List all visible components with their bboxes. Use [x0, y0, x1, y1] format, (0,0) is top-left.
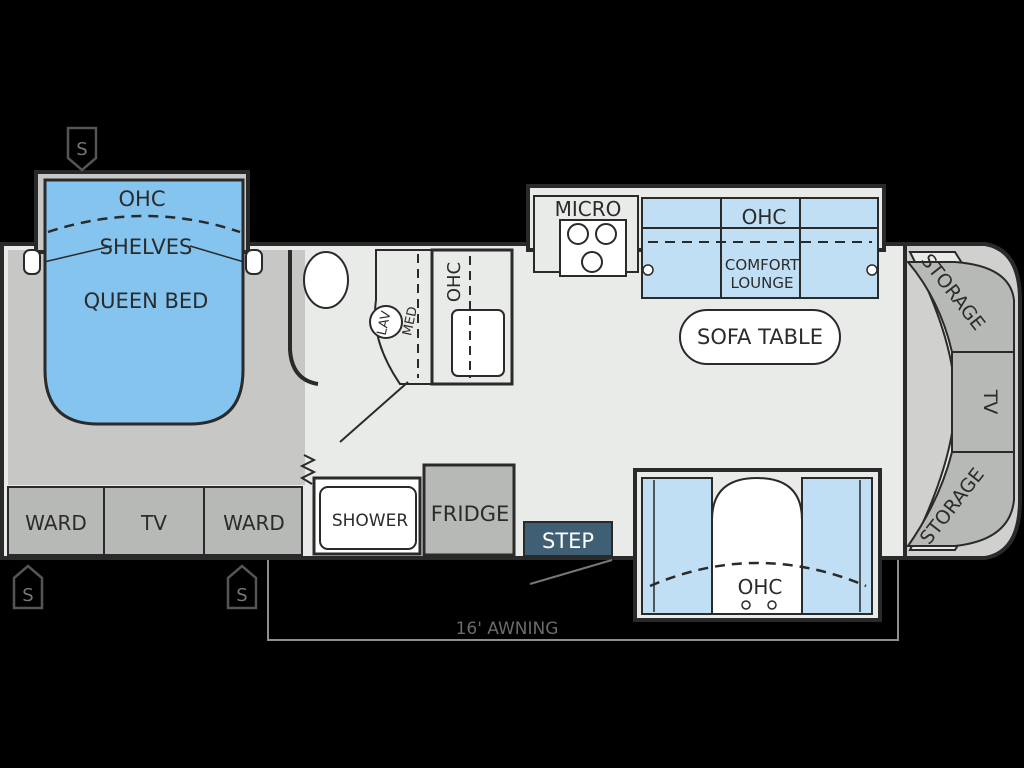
wardrobe-left — [7, 486, 105, 556]
storage-cabinet-bottom — [906, 451, 1015, 547]
fridge-label: FRIDGE — [431, 502, 510, 526]
comfort-lounge — [641, 197, 879, 299]
bedroom: OHC SHELVES QUEEN BED — [23, 178, 263, 426]
ward-tv-label: TV — [140, 511, 167, 535]
burner-1 — [567, 223, 589, 245]
lav-label: LAV — [375, 310, 395, 337]
tv-cabinet — [951, 351, 1015, 453]
queen-bed — [43, 178, 245, 426]
dinette-seat-right — [801, 477, 873, 615]
lounge-ohc-label: OHC — [742, 205, 787, 229]
step-label: STEP — [542, 529, 594, 553]
slideout-marker-bottom-left: S — [12, 564, 44, 610]
svg-text:S: S — [236, 585, 247, 606]
cab-area: STORAGE TV STORAGE — [903, 242, 1022, 560]
burner-2 — [595, 223, 617, 245]
svg-text:S: S — [76, 139, 87, 160]
sofa-table — [679, 309, 841, 365]
awning-label: 16' AWNING — [456, 619, 559, 639]
dinette: OHC — [641, 476, 873, 615]
slideout-markers: S S S — [12, 126, 258, 610]
burner-3 — [581, 251, 603, 273]
nightstand-right — [245, 249, 263, 275]
sofa-table-label: SOFA TABLE — [697, 325, 823, 349]
med-label: MED — [400, 305, 421, 337]
galley: FRIDGE STEP MICRO — [422, 195, 639, 585]
nightstand-left — [23, 249, 41, 275]
entry-door — [529, 559, 613, 585]
dinette-seat-left — [641, 477, 713, 615]
ward-right-label: WARD — [223, 511, 285, 535]
queen-bed-label: QUEEN BED — [84, 289, 209, 313]
dinette-ohc-label: OHC — [738, 575, 783, 599]
ward-left-label: WARD — [25, 511, 87, 535]
bath-ohc-label: OHC — [444, 262, 465, 302]
svg-text:S: S — [22, 585, 33, 606]
dinette-table — [711, 476, 803, 615]
wardrobe-right — [203, 486, 303, 556]
slideout-marker-bottom-right: S — [226, 564, 258, 610]
bedroom-ohc-label: OHC — [119, 187, 166, 211]
fridge — [422, 463, 516, 557]
shower-label: SHOWER — [332, 511, 409, 531]
comfort-label: COMFORT — [725, 256, 800, 274]
cab-tv-label: TV — [979, 389, 1001, 415]
lounge-label: LOUNGE — [731, 274, 794, 292]
shelves-label: SHELVES — [100, 235, 193, 259]
comfort-lounge-area: OHC COMFORT LOUNGE SOFA TABLE — [641, 197, 879, 365]
toilet — [303, 251, 349, 309]
entry-step — [523, 521, 613, 557]
micro-label: MICRO — [555, 197, 622, 221]
galley-sink — [451, 309, 505, 377]
bathroom: LAV MED OHC SHOWER — [288, 248, 514, 556]
wardrobe-row: WARD TV WARD — [7, 486, 303, 556]
slideout-marker-top: S — [66, 126, 98, 172]
awning: 16' AWNING — [267, 560, 899, 641]
lav-sink — [369, 305, 403, 339]
